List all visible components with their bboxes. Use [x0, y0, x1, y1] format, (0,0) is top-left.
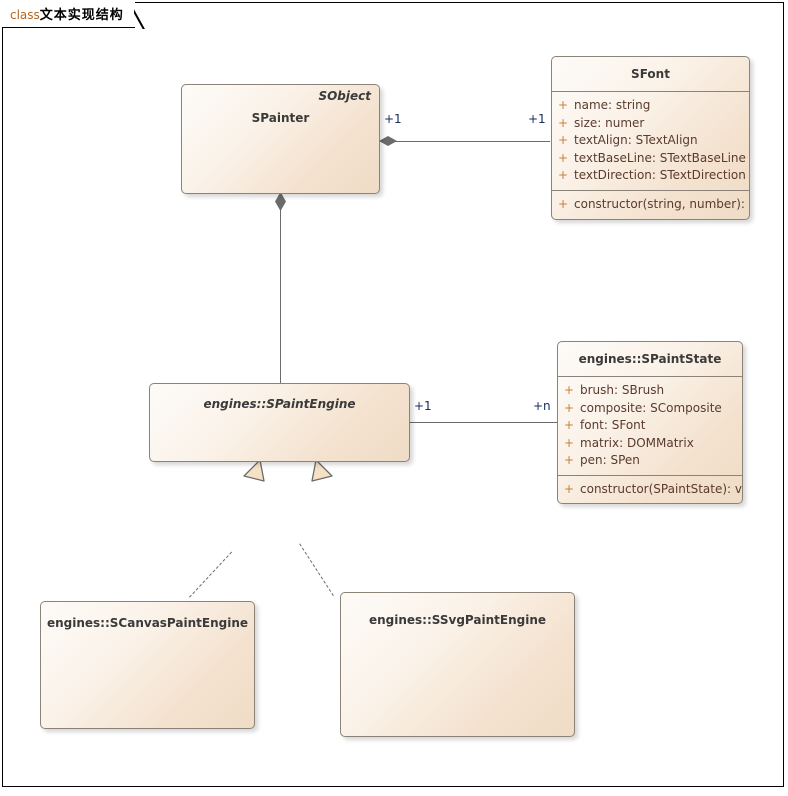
class-box-spaintengine[interactable]: engines::SPaintEngine [149, 383, 410, 462]
class-member: + composite: SComposite [558, 400, 742, 418]
diagram-frame [2, 2, 784, 787]
connector-painter-font-diamond-icon [379, 136, 397, 146]
connector-engine-state-line [410, 422, 558, 423]
member-text: constructor(string, number): void [574, 196, 749, 211]
member-visibility: + [557, 196, 569, 211]
class-operations-spaintstate: + constructor(SPaintState): void [558, 476, 742, 504]
class-header-spainter: SObject SPainter [182, 85, 379, 193]
member-text: pen: SPen [580, 453, 640, 467]
member-visibility: + [563, 481, 575, 496]
member-text: textDirection: STextDirection [574, 168, 746, 182]
multiplicity-painter-font-source: +1 [384, 112, 402, 126]
member-text: textBaseLine: STextBaseLine [574, 150, 746, 165]
class-member: + font: SFont [558, 417, 742, 435]
class-divider [552, 91, 749, 92]
member-text: constructor(SPaintState): void [580, 481, 743, 496]
class-name-spaintengine: engines::SPaintEngine [203, 397, 356, 411]
member-visibility: + [563, 383, 575, 397]
connector-painter-engine-diamond-icon [275, 192, 286, 211]
class-header-spaintengine: engines::SPaintEngine [150, 384, 409, 411]
connector-painter-font-line [380, 141, 550, 142]
member-visibility: + [563, 400, 575, 415]
member-visibility: + [563, 435, 575, 450]
connector-svg-realization-arrow-icon [310, 459, 336, 485]
multiplicity-engine-state-target: +n [533, 399, 551, 413]
class-stereotype-spainter: SObject [318, 89, 371, 103]
connector-painter-engine-line [280, 195, 281, 385]
class-attributes-sfont: + name: string + size: numer + textAlign… [552, 92, 749, 190]
class-member: + name: string [552, 97, 749, 115]
member-text: name: string [574, 98, 651, 112]
class-member: + textBaseLine: STextBaseLine [552, 150, 749, 168]
member-text: matrix: DOMMatrix [580, 435, 694, 450]
multiplicity-painter-font-target: +1 [528, 112, 546, 126]
class-member: + constructor(SPaintState): void [558, 481, 742, 499]
class-box-spaintstate[interactable]: engines::SPaintState + brush: SBrush + c… [557, 341, 743, 504]
multiplicity-engine-state-source: +1 [414, 399, 432, 413]
class-member: + constructor(string, number): void [552, 196, 749, 214]
class-name-scanvaspaintengine: engines::SCanvasPaintEngine [46, 616, 249, 630]
member-visibility: + [563, 418, 575, 432]
class-name-spainter: SPainter [251, 111, 310, 125]
class-member: + textDirection: STextDirection [552, 167, 749, 185]
class-member: + pen: SPen [558, 452, 742, 470]
class-header-spaintstate: engines::SPaintState [558, 342, 742, 376]
class-box-ssvgpaintengine[interactable]: engines::SSvgPaintEngine [340, 592, 575, 737]
member-text: size: numer [574, 115, 645, 130]
class-name-spaintstate: engines::SPaintState [578, 352, 722, 366]
member-visibility: + [563, 453, 575, 467]
class-member: + matrix: DOMMatrix [558, 435, 742, 453]
member-visibility: + [557, 150, 569, 165]
class-member: + textAlign: STextAlign [552, 132, 749, 150]
class-member: + brush: SBrush [558, 382, 742, 400]
class-box-sfont[interactable]: SFont + name: string + size: numer + tex… [551, 56, 750, 220]
class-member: + size: numer [552, 115, 749, 133]
member-text: composite: SComposite [580, 400, 722, 415]
member-text: font: SFont [580, 418, 646, 432]
class-attributes-spaintstate: + brush: SBrush + composite: SComposite … [558, 377, 742, 475]
class-header-ssvgpaintengine: engines::SSvgPaintEngine [341, 593, 574, 627]
diagram-title-keyword: class [10, 8, 40, 22]
class-divider [558, 474, 742, 476]
class-name-ssvgpaintengine: engines::SSvgPaintEngine [368, 613, 547, 627]
class-box-scanvaspaintengine[interactable]: engines::SCanvasPaintEngine [40, 601, 255, 729]
diagram-title: class文本实现结构 [10, 6, 124, 25]
class-divider [552, 189, 749, 191]
member-visibility: + [557, 168, 569, 182]
class-header-sfont: SFont [552, 57, 749, 91]
class-divider [558, 376, 742, 377]
connector-canvas-realization-arrow-icon [240, 459, 266, 485]
class-header-scanvaspaintengine: engines::SCanvasPaintEngine [41, 602, 254, 630]
diagram-frame-tab: class文本实现结构 [2, 2, 154, 29]
class-box-spainter[interactable]: SObject SPainter [181, 84, 380, 194]
diagram-title-text: 文本实现结构 [39, 8, 124, 23]
member-visibility: + [557, 133, 569, 147]
class-operations-sfont: + constructor(string, number): void [552, 191, 749, 219]
member-text: brush: SBrush [580, 383, 665, 397]
member-visibility: + [557, 98, 569, 112]
class-name-sfont: SFont [631, 67, 670, 81]
member-visibility: + [557, 115, 569, 130]
member-text: textAlign: STextAlign [574, 133, 698, 147]
